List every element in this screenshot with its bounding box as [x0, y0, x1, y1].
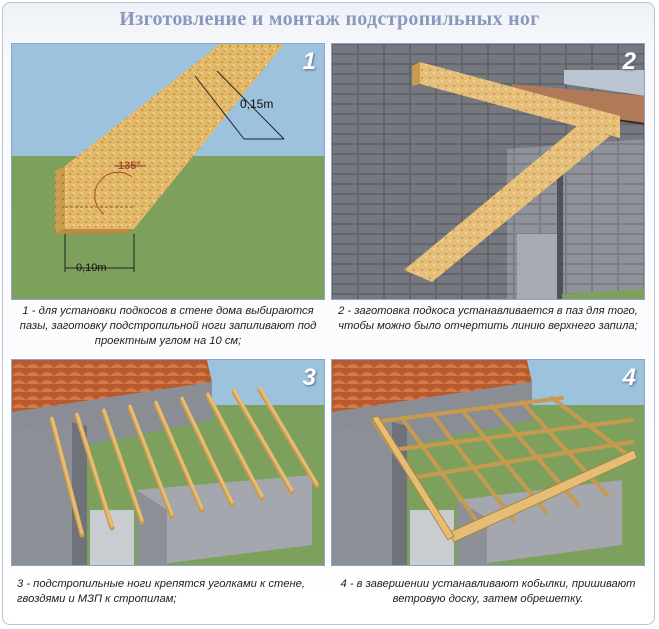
- panel-2-illustration: 2: [331, 43, 645, 300]
- brace-blank: [404, 122, 610, 282]
- rafter-board: [420, 62, 620, 138]
- rafter-leg-blank: [65, 44, 284, 229]
- angle-label: 135°: [118, 160, 141, 172]
- panel-3-number: 3: [302, 364, 316, 391]
- panel-1-illustration: 0,15m 135° 0,10m 1: [11, 43, 325, 300]
- length-top-label: 0,15m: [240, 97, 273, 111]
- panel-3-scene: [12, 360, 324, 565]
- caption-2: 2 - заготовка подкоса устанавливается в …: [338, 305, 638, 332]
- panel-4-illustration: 4: [331, 359, 645, 566]
- panel-2-scene: [332, 44, 644, 299]
- panel-4-number: 4: [622, 364, 636, 391]
- panel-1-scene: 0,15m 135° 0,10m: [12, 44, 324, 299]
- page-title: Изготовление и монтаж подстропильных ног: [119, 8, 540, 30]
- panel-4-scene: [332, 360, 644, 565]
- caption-3: 3 - подстропильные ноги крепятся уголкам…: [17, 578, 305, 605]
- panel-2-number: 2: [622, 48, 636, 75]
- caption-1: 1 - для установки подкосов в стене дома …: [19, 305, 317, 347]
- caption-4: 4 - в завершении устанавливают кобылки, …: [340, 578, 636, 605]
- panel-3-illustration: 3: [11, 359, 325, 566]
- panel-1-number: 1: [302, 48, 316, 75]
- length-bottom-label: 0,10m: [76, 262, 107, 274]
- wind-board: [449, 449, 638, 543]
